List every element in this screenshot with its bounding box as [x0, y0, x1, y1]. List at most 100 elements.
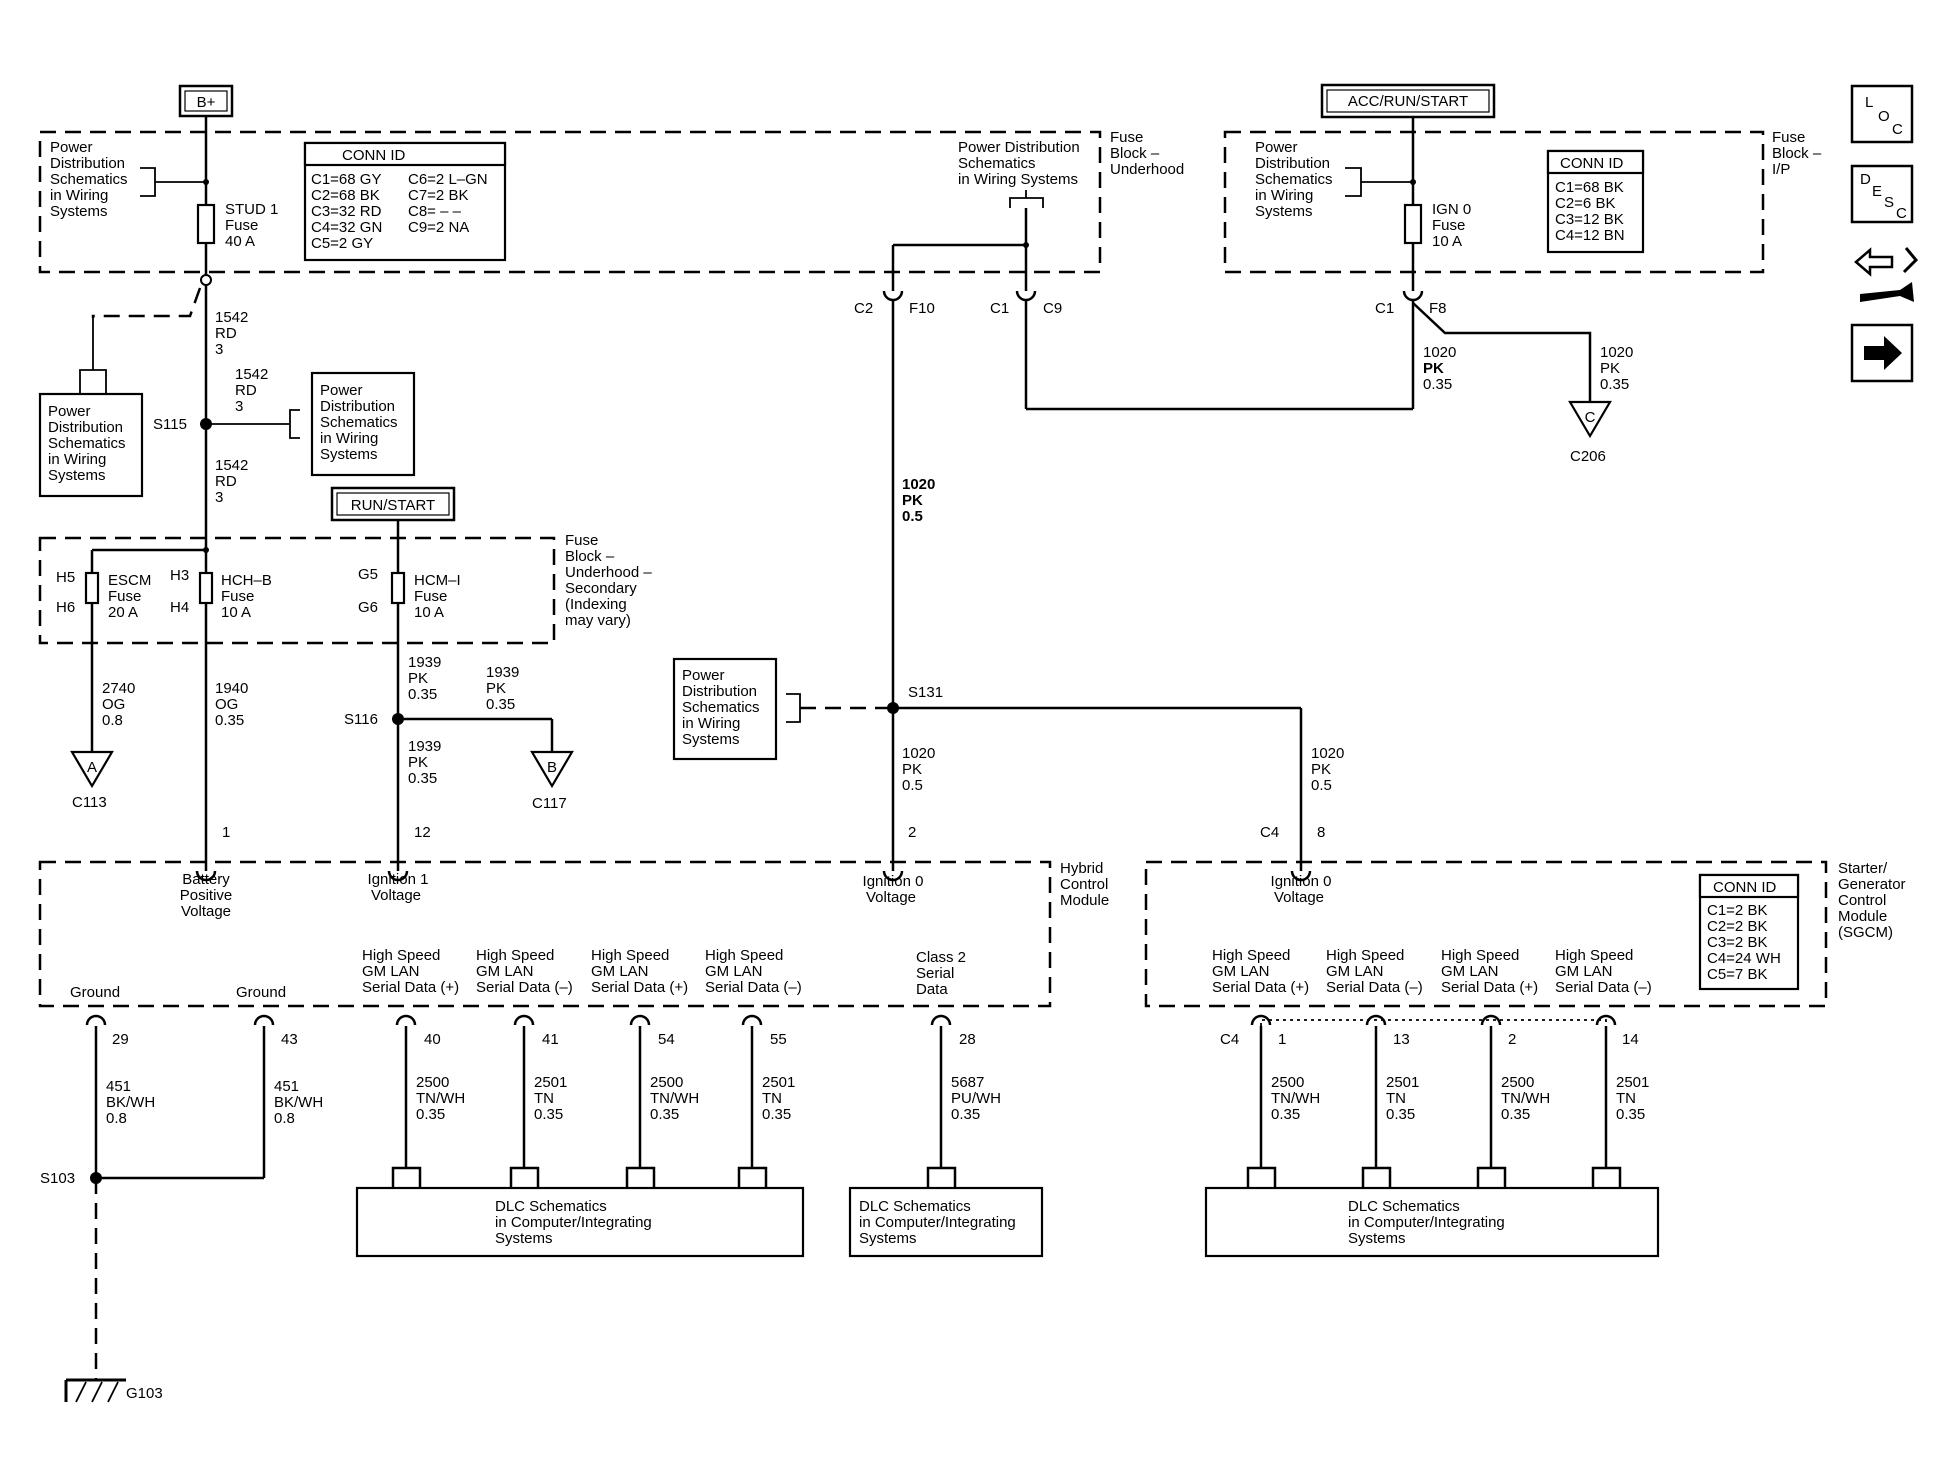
cavity-h5: H5 [56, 569, 75, 586]
fuse-block-secondary-outline [38, 536, 556, 645]
pin-28-label: 28 [959, 1031, 976, 1048]
cavity-f8: F8 [1429, 300, 1447, 317]
run-start-circuit [390, 520, 574, 871]
connector-c206-label: C206 [1570, 448, 1606, 465]
sgcm-label: Starter/ Generator Control Module (SGCM) [1838, 860, 1910, 941]
acc-circuit [1402, 117, 1612, 439]
fuse-block-underhood-label: Fuse Block – Underhood [1110, 129, 1184, 178]
hybrid-control-module-outline [38, 860, 1052, 1008]
cavity-c1-ip: C1 [1375, 300, 1394, 317]
wrench-arrows-icon[interactable] [1854, 247, 1919, 302]
cavity-h4: H4 [170, 599, 189, 616]
sgcm-pin-2-label: 2 [1508, 1031, 1516, 1048]
svg-text:RUN/START: RUN/START [351, 497, 435, 514]
fuse-block-secondary-label: Fuse Block – Underhood – Secondary (Inde… [565, 532, 656, 629]
fuse-block-ip-outline [1223, 130, 1765, 274]
loc-icon[interactable]: L O C [1850, 84, 1914, 144]
connector-c117-label: C117 [532, 795, 567, 812]
run-start-label: RUN/START [330, 486, 456, 522]
splice-s103-label: S103 [40, 1170, 75, 1187]
cavity-g5: G5 [358, 566, 378, 583]
svg-text:D: D [1860, 171, 1871, 188]
connector-c [1568, 400, 1612, 439]
sgcm-pin-14-label: 14 [1622, 1031, 1639, 1048]
cavity-h3: H3 [170, 567, 189, 584]
hchb-fuse [198, 571, 214, 605]
pin-43-label: 43 [281, 1031, 298, 1048]
connector-a-letter: A [87, 759, 97, 776]
ground-g103-symbol [64, 1378, 126, 1403]
svg-text:L: L [1865, 94, 1873, 111]
svg-text:O: O [1878, 108, 1890, 125]
desc-icon[interactable]: D E S C [1850, 164, 1914, 224]
connector-b-letter: B [547, 759, 557, 776]
arrow-right-icon[interactable] [1850, 323, 1914, 383]
svg-text:CONN ID: CONN ID [1560, 155, 1624, 172]
svg-text:CONN ID: CONN ID [342, 147, 406, 164]
cavity-h6: H6 [56, 599, 75, 616]
pin-40-label: 40 [424, 1031, 441, 1048]
svg-text:C: C [1896, 205, 1907, 222]
ground-g103-label: G103 [126, 1385, 163, 1402]
svg-text:C: C [1892, 121, 1903, 138]
cavity-c2: C2 [854, 300, 873, 317]
splice-s115-label: S115 [153, 416, 187, 433]
cavity-c4-top: C4 [1260, 824, 1279, 841]
hybrid-control-module-label: Hybrid Control Module [1060, 860, 1113, 909]
center-circuit [882, 208, 1413, 871]
hcmi-fuse [390, 571, 406, 605]
sgcm-pin-13-label: 13 [1393, 1031, 1410, 1048]
connector-a [70, 750, 114, 789]
splice-s116-label: S116 [344, 711, 378, 728]
b-plus-label: B+ [178, 84, 234, 118]
sgcm-pin-1-label: 1 [1278, 1031, 1286, 1048]
splice-s131-label: S131 [908, 684, 943, 701]
svg-text:B+: B+ [197, 94, 216, 111]
